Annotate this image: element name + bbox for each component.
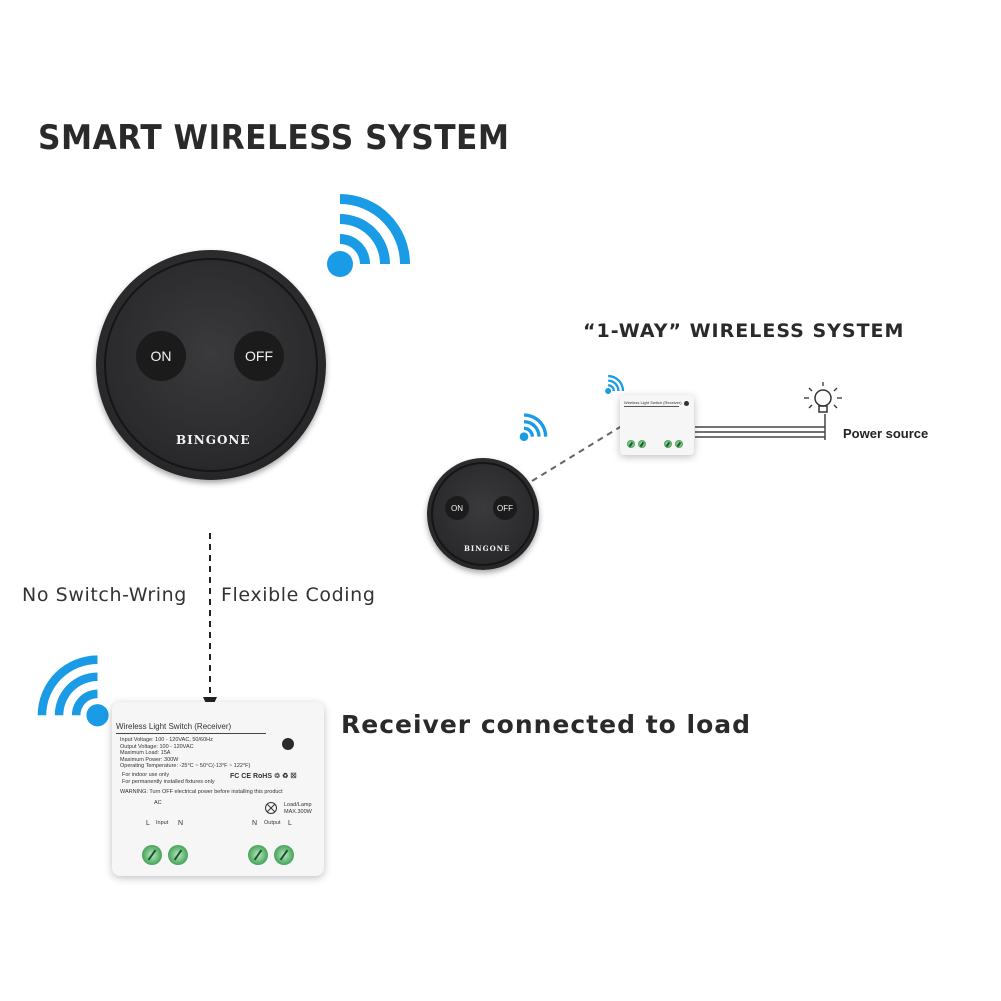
spec-line: Input Voltage: 100 - 120VAC, 50/60Hz <box>120 737 213 743</box>
flexible-coding-caption: Flexible Coding <box>221 584 376 606</box>
notes: For indoor use only For permanently inst… <box>122 772 215 785</box>
certification-marks: FC CE RoHS ♲ ♻ ☒ <box>230 773 297 780</box>
terminal-screw <box>248 845 268 865</box>
terminal-label-l: L <box>288 820 292 827</box>
terminal-screw <box>168 845 188 865</box>
max-text: MAX.300W <box>284 808 312 815</box>
terminal-label-l: L <box>146 820 150 827</box>
terminal-screw <box>675 440 683 448</box>
note-line: For indoor use only <box>122 772 170 778</box>
led-indicator-icon <box>684 401 689 406</box>
receiver-header: Wireless Light Switch (Receiver) <box>624 400 682 405</box>
remote-rim <box>431 462 535 566</box>
input-label: Input <box>156 820 169 826</box>
load-text: Load/Lamp <box>284 802 312 808</box>
remote-control-small: ON OFF BINGONE <box>427 458 539 570</box>
dashed-link-line <box>531 423 626 482</box>
ac-label: AC <box>154 800 162 806</box>
header-rule <box>116 733 266 734</box>
off-button[interactable]: OFF <box>493 496 517 520</box>
wifi-icon <box>327 194 410 277</box>
receiver-small: Wireless Light Switch (Receiver) <box>620 395 694 455</box>
no-wiring-caption: No Switch-Wring <box>22 584 187 606</box>
wifi-icon <box>519 413 548 441</box>
spec-line: Operating Temperature: -25°C ~ 50°C(-13°… <box>120 763 251 770</box>
terminal-screw <box>627 440 635 448</box>
remote-control-large: ON OFF BINGONE <box>96 250 326 480</box>
receiver-header: Wireless Light Switch (Receiver) <box>116 722 232 731</box>
receiver-caption: Receiver connected to load <box>341 710 752 739</box>
spec-line: Output Voltage: 100 - 120VAC <box>120 743 194 750</box>
spec-line: Maximum Load: 15A <box>120 750 171 757</box>
load-label: Load/Lamp MAX.300W <box>284 802 312 815</box>
spec-line: Maximum Power: 300W <box>120 756 179 763</box>
light-bulb-icon <box>804 382 842 413</box>
on-button[interactable]: ON <box>445 496 469 520</box>
brand-logo: BINGONE <box>176 433 251 447</box>
wifi-icon <box>605 374 625 394</box>
on-button[interactable]: ON <box>136 331 186 381</box>
terminal-label-n: N <box>178 820 184 827</box>
one-way-subtitle: “1-WAY” WIRELESS SYSTEM <box>583 320 905 342</box>
wifi-icon <box>37 655 109 727</box>
receiver-large: Wireless Light Switch (Receiver) Input V… <box>112 702 324 876</box>
page-title: SMART WIRELESS SYSTEM <box>38 118 510 158</box>
terminal-screw <box>638 440 646 448</box>
brand-logo: BINGONE <box>464 544 511 553</box>
spec-list: Input Voltage: 100 - 120VAC, 50/60Hz Out… <box>120 737 250 770</box>
terminal-screw <box>142 845 162 865</box>
header-rule <box>624 406 679 407</box>
note-line: For permanently installed fixtures only <box>122 778 215 785</box>
led-indicator-icon <box>282 738 294 750</box>
output-label: Output <box>264 820 281 826</box>
terminal-label-n: N <box>252 820 258 827</box>
remote-rim <box>104 258 318 472</box>
terminal-screw <box>274 845 294 865</box>
lamp-symbol-icon <box>265 802 277 814</box>
warning-text: WARNING: Turn OFF electrical power befor… <box>120 789 283 795</box>
off-button[interactable]: OFF <box>234 331 284 381</box>
terminal-screw <box>664 440 672 448</box>
power-source-label: Power source <box>843 426 929 441</box>
